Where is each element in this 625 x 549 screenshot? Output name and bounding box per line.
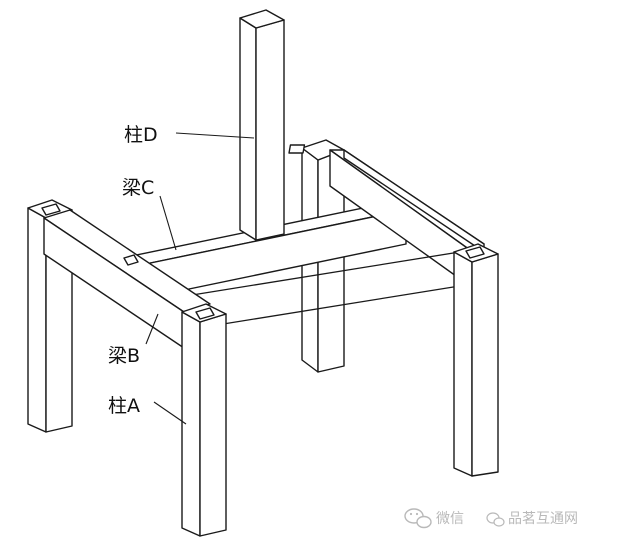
- leader-beam-b: [145, 313, 159, 345]
- leader-column-a: [153, 401, 187, 425]
- column-left-back: [27, 199, 73, 433]
- watermark-text: 微信: [436, 511, 464, 527]
- column-d: [239, 9, 285, 241]
- beam-front: [185, 249, 473, 331]
- column-back-right: [288, 139, 345, 373]
- column-front-right: [453, 243, 499, 477]
- watermark-suffix: 品茗互通网: [508, 511, 578, 527]
- label-beam-c: 梁C: [122, 177, 154, 199]
- leader-beam-c: [159, 195, 177, 251]
- wechat-icon: [404, 508, 432, 529]
- leader-lines: [145, 132, 255, 425]
- watermark: 微信 品茗互通网: [404, 508, 578, 529]
- label-beam-b: 梁B: [108, 345, 140, 367]
- wechat-small-icon: [486, 512, 505, 527]
- label-column-a: 柱A: [108, 395, 140, 417]
- column-a: [181, 303, 227, 537]
- label-column-d: 柱D: [124, 124, 158, 146]
- beam-c-end-cap: [123, 254, 139, 266]
- leader-column-d: [175, 132, 255, 139]
